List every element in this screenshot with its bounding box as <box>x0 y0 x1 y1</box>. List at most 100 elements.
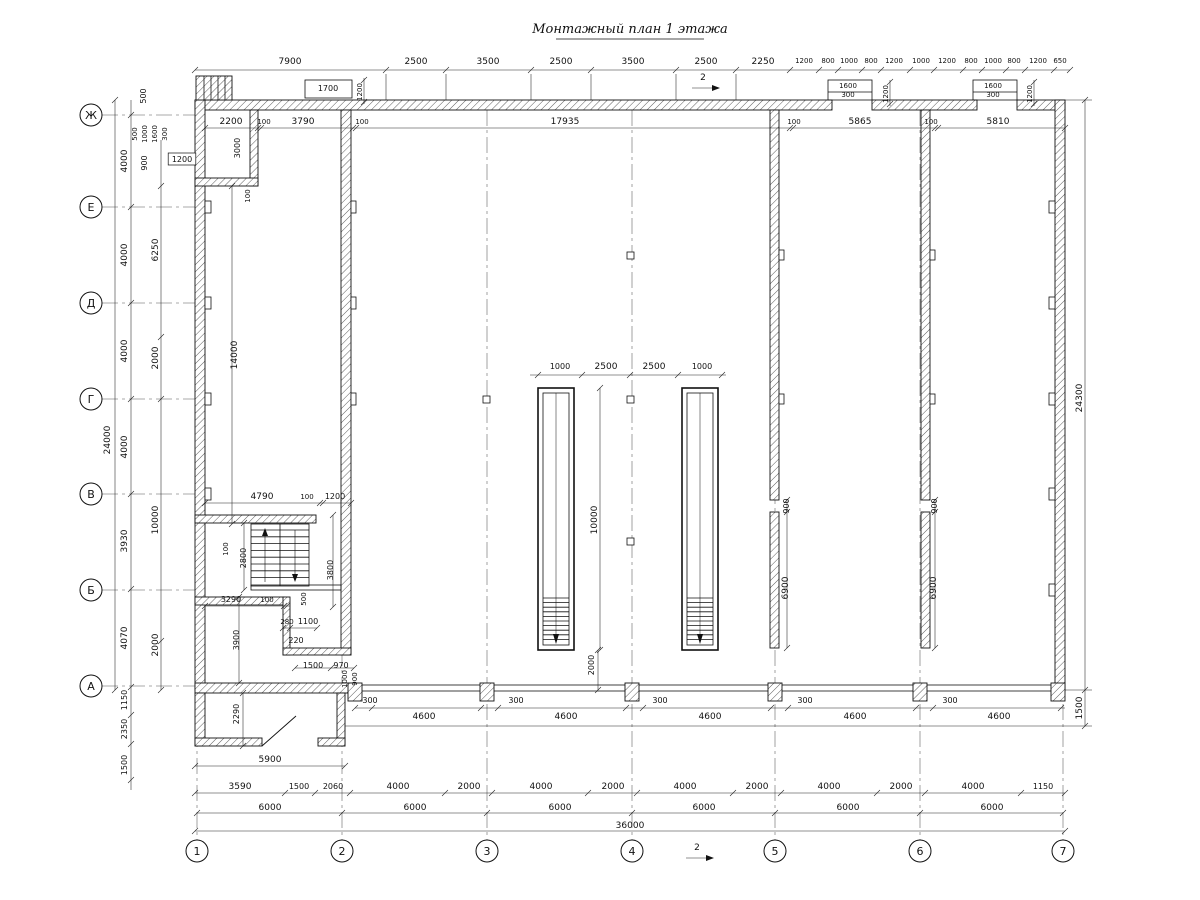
dimension-label: 300 <box>942 696 957 705</box>
drawing-title: Монтажный план 1 этажа <box>531 22 728 37</box>
dim-tick <box>329 511 337 519</box>
dim-tick <box>594 646 602 654</box>
dim-tick <box>886 100 894 108</box>
dim-tick <box>815 66 823 74</box>
dim-tick <box>360 98 368 106</box>
dimension-label: 1500 <box>289 782 309 791</box>
dimension-label: 300 <box>652 696 667 705</box>
dimension-label: 6000 <box>404 803 427 813</box>
dimension-label: 100 <box>260 596 273 604</box>
dim-tick <box>313 624 321 632</box>
dim-tick <box>201 499 209 507</box>
dim-tick <box>351 704 359 712</box>
col-axis-label: 7 <box>1060 845 1067 858</box>
dim-tick <box>777 789 785 797</box>
dim-tick <box>921 789 929 797</box>
dimension-label: 280 <box>280 618 293 626</box>
dimension-label: 1200 <box>938 57 956 65</box>
dim-tick <box>201 124 209 132</box>
dimension-label: 800 <box>864 57 877 65</box>
dim-tick <box>1050 66 1058 74</box>
dim-tick <box>786 66 794 74</box>
dimension-label: 6000 <box>549 803 572 813</box>
dim-tick <box>280 602 288 610</box>
dim-tick <box>283 602 291 610</box>
dimension-label: 1200 <box>1026 85 1034 103</box>
dim-tick <box>622 704 630 712</box>
dim-tick <box>228 520 236 528</box>
dim-tick <box>931 508 939 516</box>
dimension-label: 1200 <box>1029 57 1047 65</box>
dim-tick <box>254 124 262 132</box>
dim-tick <box>886 78 894 86</box>
dim-tick <box>329 603 337 611</box>
dim-tick <box>191 762 199 770</box>
dimension-label: 2250 <box>752 57 775 67</box>
dimension-label: 800 <box>1007 57 1020 65</box>
dimension-lines-layer <box>111 66 1092 835</box>
dimension-label: 900 <box>140 155 149 170</box>
dimension-label: 970 <box>333 661 348 670</box>
dim-tick <box>587 66 595 74</box>
porch-box <box>304 79 353 99</box>
dimension-label: 1150 <box>120 690 129 710</box>
dim-tick <box>350 664 358 672</box>
col-axis-bubble <box>1051 839 1075 863</box>
dim-tick <box>626 371 634 379</box>
col-axis-bubble <box>185 839 209 863</box>
dim-tick <box>930 66 938 74</box>
axis-lines-layer <box>102 110 1064 840</box>
dim-tick <box>279 624 287 632</box>
dimension-label: 2200 <box>220 117 243 127</box>
dim-tick <box>633 789 641 797</box>
col-axis-label: 5 <box>772 845 779 858</box>
columns-layer <box>204 200 1056 597</box>
section-mark-label: 2 <box>700 73 706 83</box>
dim-tick <box>784 704 792 712</box>
dimension-label: 1000 <box>984 57 1002 65</box>
col-axis-bubble <box>330 839 354 863</box>
dimension-label: 900 <box>930 498 939 513</box>
dimension-label: 5900 <box>259 755 282 765</box>
dim-tick <box>157 182 165 190</box>
dimension-label: 17935 <box>551 117 580 127</box>
dimension-label: 4000 <box>120 339 130 362</box>
dimension-label: 1200 <box>356 83 364 101</box>
dimension-label: 1000 <box>912 57 930 65</box>
dimension-label: 4600 <box>555 712 578 722</box>
dimension-label: 1200 <box>172 155 192 164</box>
dim-tick <box>931 644 939 652</box>
row-axis-label: Г <box>88 393 95 406</box>
dim-tick <box>783 644 791 652</box>
dimension-label: 500 <box>300 592 308 605</box>
dim-tick <box>783 508 791 516</box>
dim-tick <box>360 76 368 84</box>
dimension-label: 2350 <box>120 719 129 739</box>
dimension-label: 3000 <box>233 138 242 158</box>
dim-tick <box>1021 66 1029 74</box>
dim-tick <box>877 66 885 74</box>
dimension-label: 2000 <box>151 633 161 656</box>
dimension-label: 2060 <box>323 782 343 791</box>
dimension-label: 4000 <box>387 782 410 792</box>
dimension-label: 100 <box>787 118 800 126</box>
dim-tick <box>931 124 939 132</box>
dimension-label: 1500 <box>303 661 323 670</box>
row-axis-label: Б <box>87 584 95 597</box>
row-axis-bubble <box>79 578 103 602</box>
col-axis-bubble <box>475 839 499 863</box>
dimension-label: 300 <box>362 696 377 705</box>
dimension-label: 24300 <box>1075 383 1085 412</box>
dimension-label: 4000 <box>962 782 985 792</box>
dim-tick <box>1059 809 1067 817</box>
dim-tick <box>483 809 491 817</box>
dimension-label: 2000 <box>746 782 769 792</box>
dimension-label: 100 <box>355 118 368 126</box>
dim-tick <box>346 789 354 797</box>
dim-tick <box>127 740 135 748</box>
dim-tick <box>341 762 349 770</box>
dim-tick <box>201 602 209 610</box>
